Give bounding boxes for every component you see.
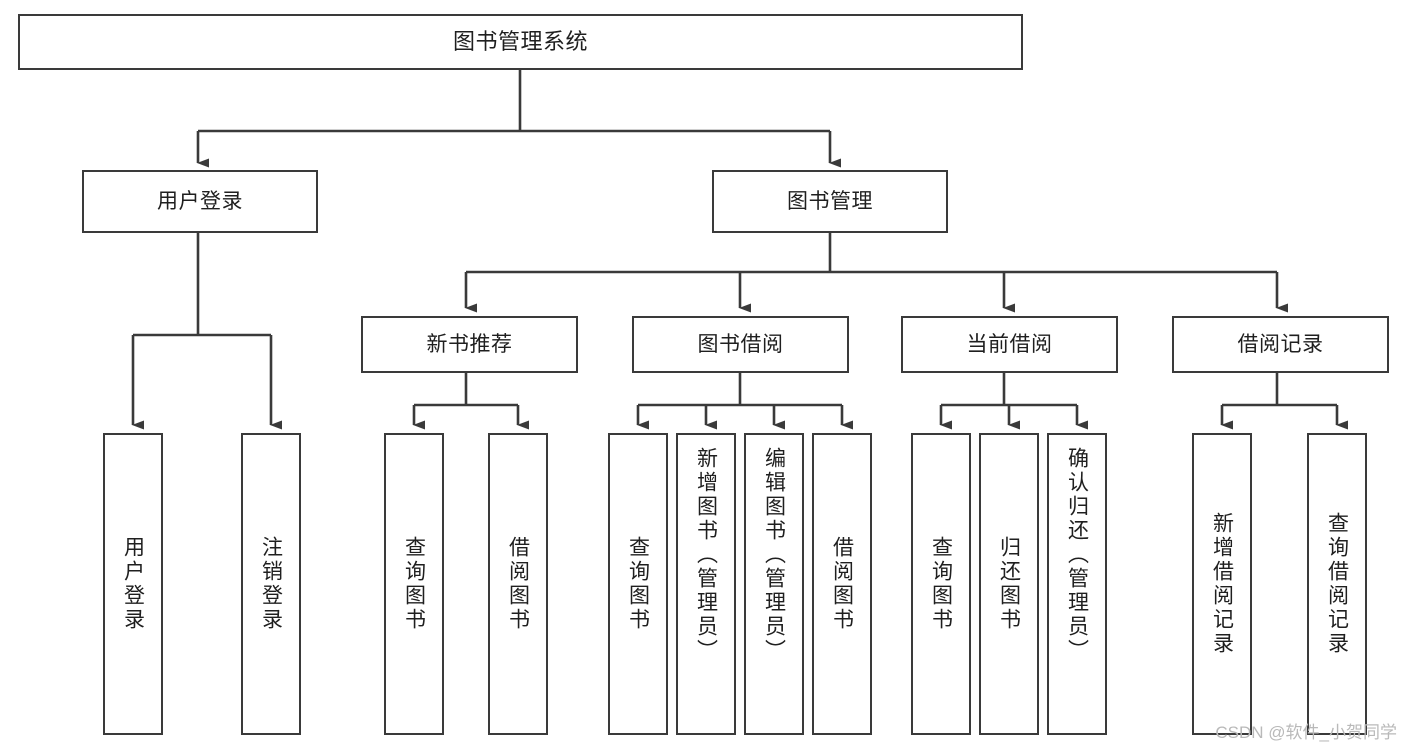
node-label: 查询借阅记录 [1325,512,1349,656]
node-user-login[interactable]: 用户登录 [82,170,318,233]
node-label: 借阅图书 [506,536,530,632]
node-label: 用户登录 [157,189,243,213]
node-label: 图书管理 [787,189,873,213]
leaf-new-book-borrow-book[interactable]: 借阅图书 [488,433,548,735]
node-new-book-recommend[interactable]: 新书推荐 [361,316,578,373]
node-label: 图书借阅 [697,332,784,356]
node-label: 新增借阅记录 [1210,512,1234,656]
leaf-new-book-query-book[interactable]: 查询图书 [384,433,444,735]
node-borrow-record[interactable]: 借阅记录 [1172,316,1389,373]
leaf-record-query-borrow-record[interactable]: 查询借阅记录 [1307,433,1367,735]
leaf-current-confirm-return-admin[interactable]: 确认归还（管理员） [1047,433,1107,735]
leaf-current-return-book[interactable]: 归还图书 [979,433,1039,735]
node-label: 编辑图书（管理员） [762,447,786,663]
node-root-book-management-system[interactable]: 图书管理系统 [18,14,1023,70]
node-book-management[interactable]: 图书管理 [712,170,948,233]
leaf-borrow-borrow-book[interactable]: 借阅图书 [812,433,872,735]
node-label: 当前借阅 [966,332,1053,356]
node-label: 图书管理系统 [452,28,588,54]
node-label: 借阅记录 [1237,332,1324,356]
node-label: 注销登录 [259,536,283,632]
leaf-borrow-edit-book-admin[interactable]: 编辑图书（管理员） [744,433,804,735]
node-label: 归还图书 [997,536,1021,632]
node-label: 查询图书 [929,536,953,632]
leaf-current-query-book[interactable]: 查询图书 [911,433,971,735]
node-label: 查询图书 [626,536,650,632]
leaf-user-login[interactable]: 用户登录 [103,433,163,735]
leaf-logout[interactable]: 注销登录 [241,433,301,735]
node-label: 借阅图书 [830,536,854,632]
node-label: 新书推荐 [426,332,513,356]
csdn-watermark: CSDN @软件_小贺同学 [1215,723,1397,742]
node-label: 确认归还（管理员） [1065,447,1089,663]
node-book-borrow[interactable]: 图书借阅 [632,316,849,373]
node-label: 用户登录 [121,536,145,632]
node-label: 查询图书 [402,536,426,632]
leaf-record-add-borrow-record[interactable]: 新增借阅记录 [1192,433,1252,735]
leaf-borrow-query-book[interactable]: 查询图书 [608,433,668,735]
leaf-borrow-add-book-admin[interactable]: 新增图书（管理员） [676,433,736,735]
node-current-borrow[interactable]: 当前借阅 [901,316,1118,373]
node-label: 新增图书（管理员） [694,447,718,663]
